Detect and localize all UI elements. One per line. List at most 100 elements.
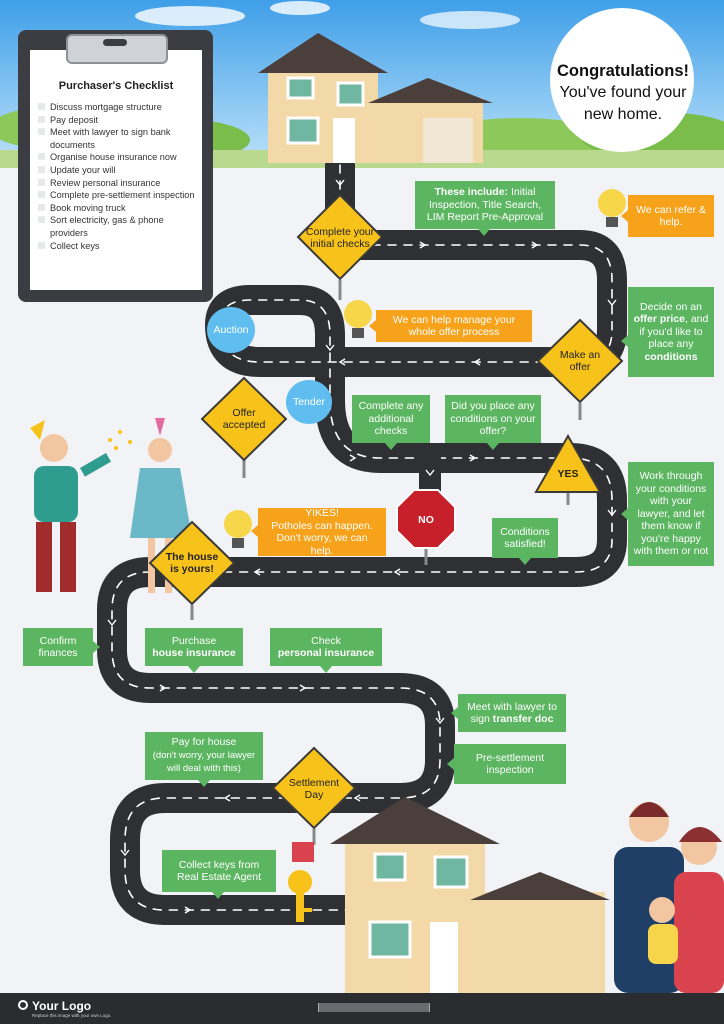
callout-pay-house: Pay for house(don't worry, your lawyer w… (145, 732, 263, 780)
callout-place-conditions: Did you place any conditions on your off… (445, 395, 541, 443)
checklist-item-label: Pay deposit (50, 114, 99, 125)
checkbox-icon[interactable] (38, 128, 45, 136)
celebrating-couple-illustration (30, 418, 192, 593)
checklist-item: Sort electricity, gas & phone providers (38, 214, 198, 239)
checklist-item-label: Discuss mortgage structure (50, 102, 162, 112)
tip-bulb-2 (344, 300, 372, 338)
callout-pointer (198, 780, 210, 787)
callout-work-through: Work through your conditions with your l… (628, 462, 714, 566)
auction-badge: Auction (207, 307, 255, 353)
key-illustration (288, 842, 314, 922)
sign-house-yours (148, 520, 236, 620)
sign-offer-accepted-label: Offer accepted (222, 407, 266, 431)
sign-no (396, 489, 456, 565)
tip-offer-process: We can help manage your whole offer proc… (376, 310, 532, 342)
checklist-item: Collect keys (38, 240, 198, 253)
checkbox-icon[interactable] (38, 216, 45, 224)
checkbox-icon[interactable] (38, 153, 45, 161)
checklist-item-label: Collect keys (50, 240, 100, 251)
sign-house-yours-label: The house is yours! (165, 551, 219, 575)
checklist-item-label: Organise house insurance now (50, 152, 177, 163)
callout-pointer (478, 229, 490, 236)
tip-bulb-3 (224, 510, 252, 548)
checkbox-icon[interactable] (38, 178, 45, 186)
checklist-title: Purchaser's Checklist (58, 80, 174, 92)
checkbox-icon[interactable] (38, 115, 45, 123)
sign-make-offer-label: Make an offer (559, 349, 601, 373)
checklist-item-label: Update your will (50, 164, 116, 175)
callout-pointer (447, 758, 454, 770)
callout-collect-keys: Collect keys from Real Estate Agent (162, 850, 276, 892)
checklist-paper (30, 50, 202, 290)
tip-pointer (621, 210, 628, 222)
callout-pre-settlement: Pre-settlement inspection (454, 744, 566, 784)
clipboard-clip-hole (103, 39, 127, 46)
callout-pay-house-a: Pay for house (171, 736, 237, 749)
checklist-item-label: Book moving truck (50, 202, 126, 213)
family-illustration (614, 802, 724, 993)
callout-offer-price: Decide on an offer price, and if you'd l… (628, 287, 714, 377)
callout-lawyer-b: transfer doc (492, 713, 554, 725)
sign-settlement-label: Settlement Day (288, 777, 340, 801)
checkbox-icon[interactable] (38, 191, 45, 199)
callout-purchase-b: house insurance (152, 647, 236, 659)
tip-pointer (251, 525, 258, 537)
footer-contact-placeholder (318, 1003, 430, 1012)
callout-offer-c: , and if you'd like to place any (639, 313, 709, 351)
checklist-item-label: Meet with lawyer to sign bank documents (50, 127, 171, 150)
checklist-item: Complete pre-settlement inspection (38, 189, 198, 202)
callout-pointer (320, 666, 332, 673)
tip-yikes-b: Potholes can happen. Don't worry, we can… (271, 519, 373, 557)
checklist-item: Meet with lawyer to sign bank documents (38, 126, 198, 151)
tip-pointer (369, 320, 376, 332)
checklist-item-label: Sort electricity, gas & phone providers (50, 215, 164, 238)
tender-badge: Tender (286, 380, 332, 424)
callout-initial-checks: These include: Initial Inspection, Title… (415, 181, 555, 229)
checkbox-icon[interactable] (38, 203, 45, 211)
checklist-item: Organise house insurance now (38, 151, 198, 164)
callout-offer-b: offer price (633, 313, 685, 326)
tip-refer: We can refer & help. (628, 195, 714, 237)
headline: Congratulations! You've found your new h… (548, 60, 698, 126)
tip-yikes-a: YIKES! (305, 507, 339, 519)
sign-make-offer (536, 318, 624, 420)
headline-line2: You've found your new home. (559, 84, 687, 123)
checklist-item: Book moving truck (38, 202, 198, 215)
checklist-item: Update your will (38, 164, 198, 177)
house-bottom-illustration (330, 797, 610, 993)
footer-logo-subtext: Replace this image with your own Logo. (32, 1013, 112, 1018)
footer-logo: Your Logo (32, 999, 92, 1013)
checkbox-icon[interactable] (38, 103, 45, 110)
sign-yes-label: YES (557, 468, 579, 480)
callout-pointer (451, 707, 458, 719)
logo-pin-icon (18, 1000, 28, 1010)
sign-yes (534, 433, 602, 505)
sign-settlement (271, 746, 357, 845)
headline-line1: Congratulations! (557, 62, 689, 80)
callout-initial-checks-text: Initial Inspection, Title Search, LIM Re… (426, 186, 544, 224)
checkbox-icon[interactable] (38, 241, 45, 249)
callout-additional-checks: Complete any additional checks (352, 395, 430, 443)
callout-initial-checks-bold: These include: (434, 186, 509, 199)
callout-pointer (519, 558, 531, 565)
checklist-item: Review personal insurance (38, 177, 198, 190)
checklist-item: Pay deposit (38, 114, 198, 127)
callout-offer-d: conditions (644, 350, 698, 363)
callout-transfer-doc: Meet with lawyer to sign transfer doc (458, 694, 566, 732)
sign-no-label: NO (418, 514, 434, 526)
sign-offer-accepted (200, 376, 288, 478)
callout-pointer (188, 666, 200, 673)
callout-pointer (93, 641, 100, 653)
callout-pointer (621, 508, 628, 520)
checkbox-icon[interactable] (38, 165, 45, 173)
tip-potholes: YIKES!Potholes can happen. Don't worry, … (258, 507, 386, 557)
callout-lawyer-a: Meet with lawyer to sign (467, 700, 557, 726)
callout-pay-house-b: (don't worry, your lawyer will deal with… (152, 749, 256, 775)
callout-pointer (487, 443, 499, 450)
sign-complete-checks-label: Complete your initial checks (305, 226, 375, 250)
house-top-illustration (258, 33, 493, 163)
